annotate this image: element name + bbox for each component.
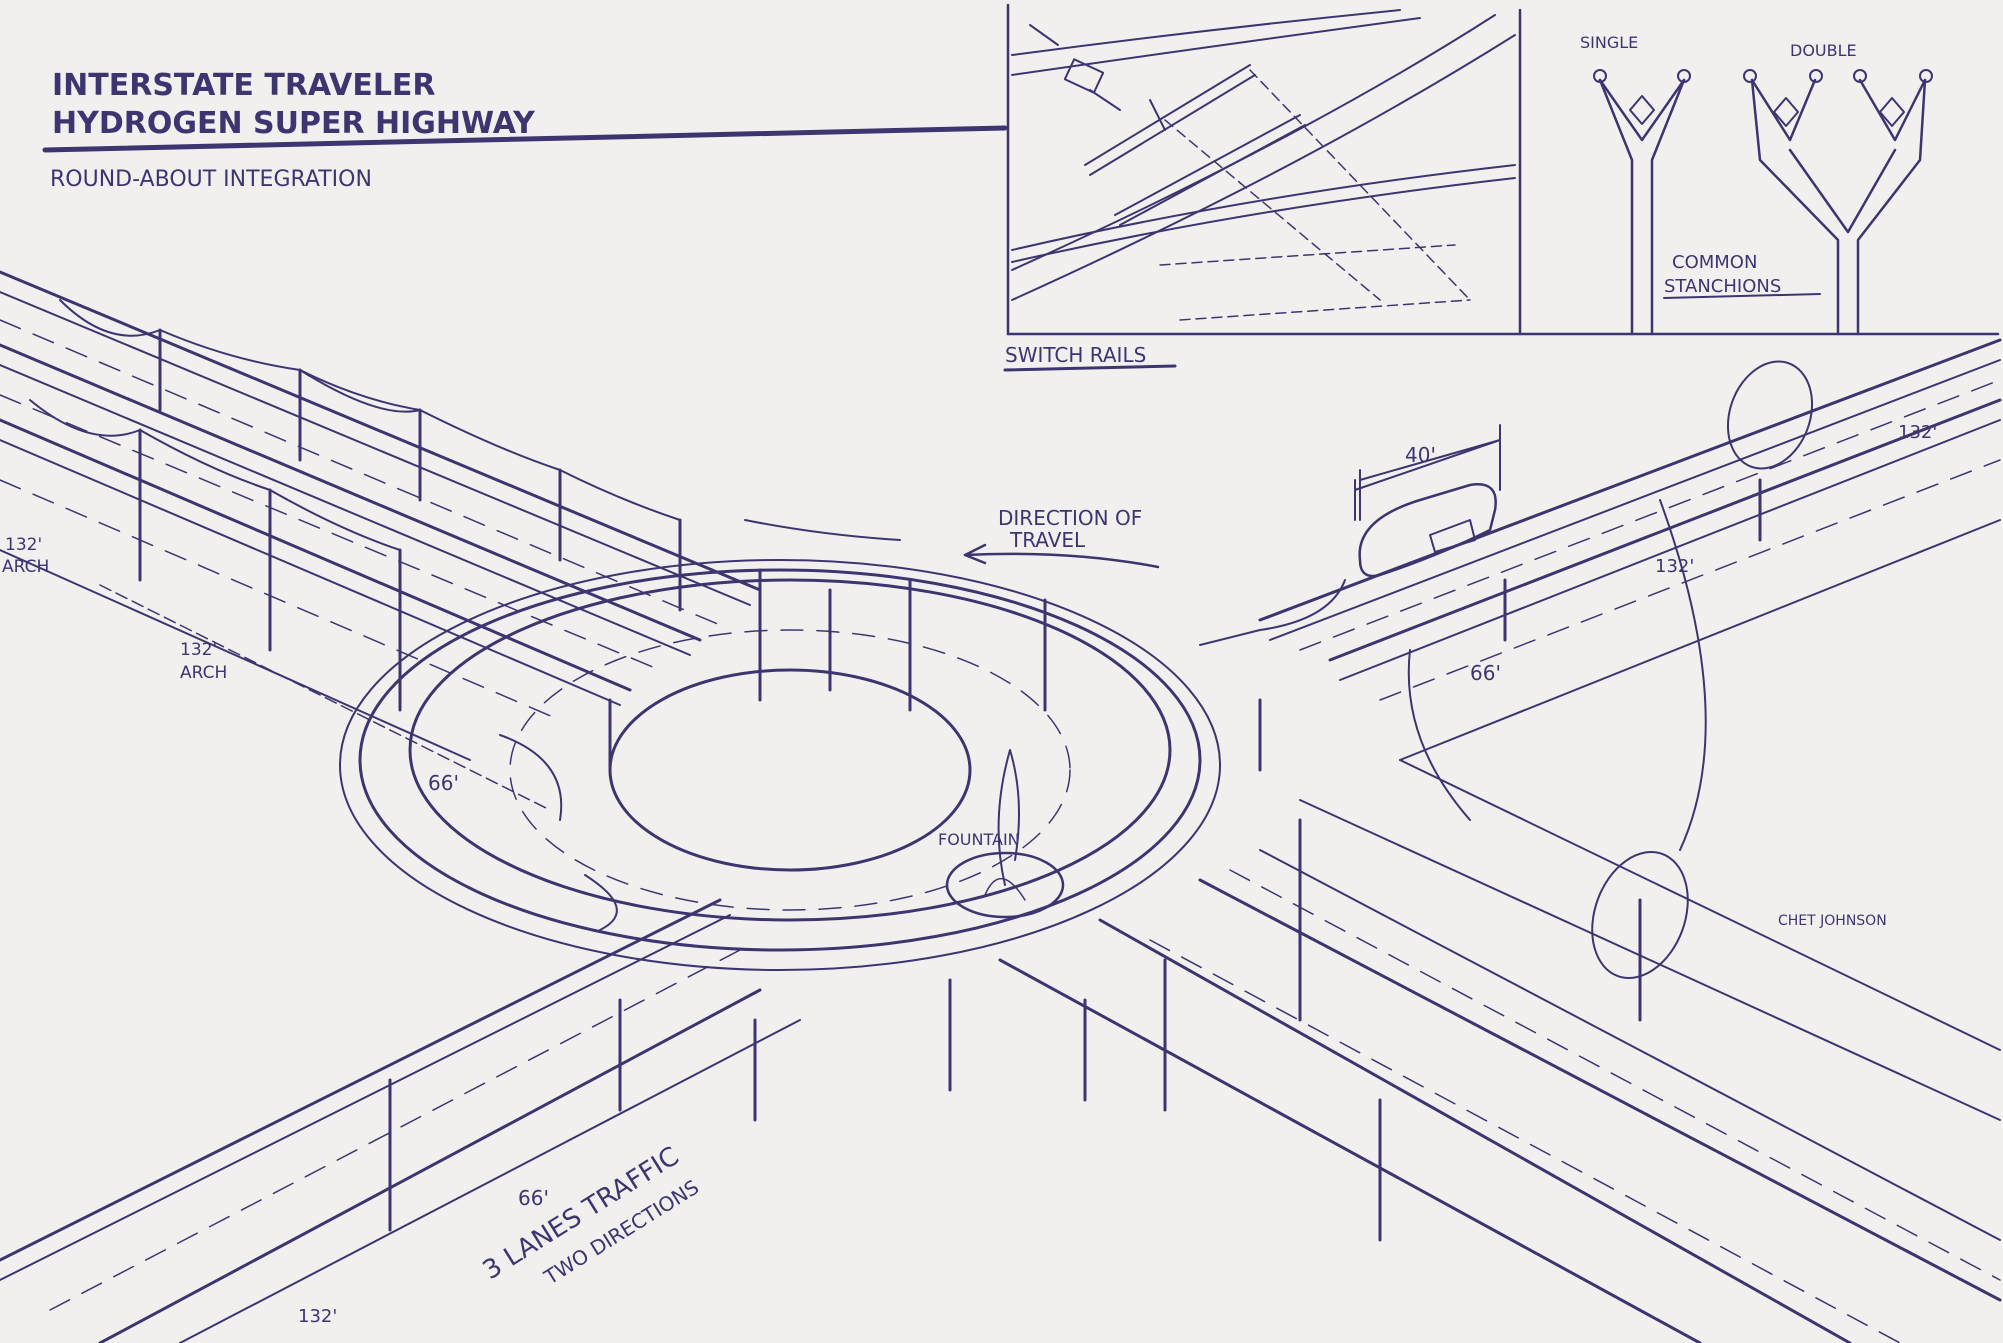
highway-upper-left — [0, 270, 762, 761]
direction-label-1: DIRECTION OF — [998, 506, 1142, 530]
subtitle: ROUND-ABOUT INTEGRATION — [50, 167, 372, 192]
title-underline — [42, 125, 1008, 153]
annotations: DIRECTION OF TRAVEL FOUNTAIN 3 LANES TRA… — [478, 506, 1887, 1290]
dimensions: 40' 132' ARCH 132' ARCH 66' 66' 132' 132… — [2, 422, 1937, 1327]
arch-word-left: ARCH — [2, 557, 49, 577]
arch-dim-mid: 132' — [180, 640, 217, 660]
highway-lower — [0, 499, 2002, 1343]
signature: CHET JOHNSON — [1778, 913, 1887, 929]
inner-ring — [408, 578, 1172, 922]
spacing-dim-right: 66' — [1470, 661, 1501, 685]
span-dim-lower: 132' — [298, 1306, 337, 1327]
spacing-dim-left: 66' — [428, 771, 459, 795]
span-dim-far-right: 132' — [1898, 422, 1937, 443]
direction-arrow — [963, 552, 1160, 569]
single-label: SINGLE — [1580, 33, 1638, 52]
arch-word-mid: ARCH — [180, 663, 227, 683]
fountain-plaza — [608, 668, 972, 872]
highway-upper-right — [1258, 338, 2002, 761]
stanchions-label-2: STANCHIONS — [1664, 276, 1781, 297]
switch-rails-label: SWITCH RAILS — [1005, 343, 1146, 367]
middle-ring — [358, 568, 1202, 952]
switch-rails-inset: SWITCH RAILS — [1003, 3, 2000, 372]
title-block: INTERSTATE TRAVELER HYDROGEN SUPER HIGHW… — [42, 68, 1008, 192]
title-line-1: INTERSTATE TRAVELER — [52, 68, 436, 103]
car-length-dim: 40' — [1405, 443, 1436, 467]
spacing-dim-lower: 66' — [518, 1186, 549, 1210]
direction-label-2: TRAVEL — [1009, 528, 1086, 552]
span-dim-right: 132' — [1655, 556, 1694, 577]
roundabout — [339, 519, 1471, 1122]
stanchion-inset: SINGLE DOUBLE COMMON STANCHIONS — [1580, 33, 1933, 336]
title-line-2: HYDROGEN SUPER HIGHWAY — [52, 106, 536, 141]
arch-dim-left: 132' — [5, 535, 42, 555]
fountain-basin — [945, 851, 1065, 919]
stanchions-label-1: COMMON — [1672, 252, 1757, 273]
fountain-label: FOUNTAIN — [938, 830, 1020, 849]
outer-ring — [339, 559, 1221, 971]
double-label: DOUBLE — [1790, 41, 1857, 60]
